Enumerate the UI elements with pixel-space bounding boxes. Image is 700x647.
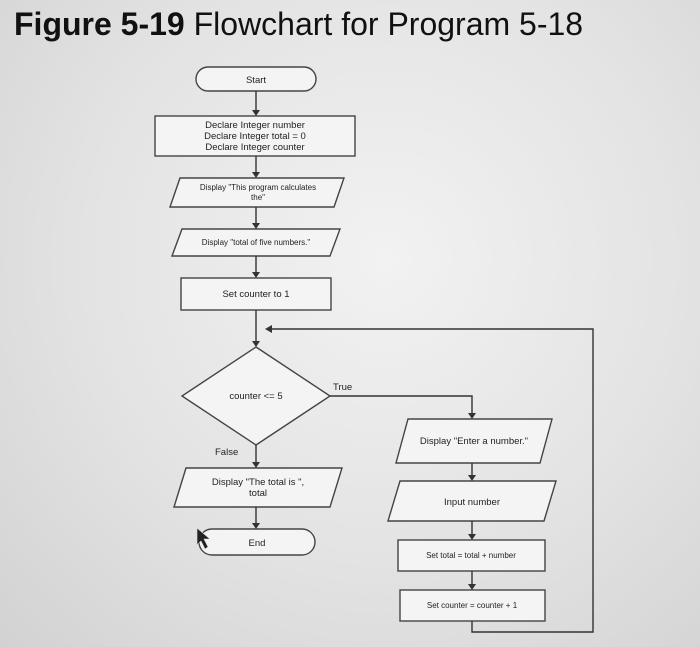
loop-return-connector (471, 621, 565, 633)
declare-process (154, 115, 356, 157)
end-label: End (249, 538, 266, 549)
set-total-label: Set total = total + number (426, 551, 516, 560)
arrow-head (252, 341, 260, 347)
display-result-io (173, 467, 343, 508)
set-counter-label: Set counter to 1 (222, 289, 289, 300)
set-total-process (397, 539, 546, 572)
arrow-head (252, 110, 260, 116)
arrow-head (468, 475, 476, 481)
input-number-label: Input number (444, 497, 500, 508)
figure-label: Figure 5-19 (14, 6, 185, 42)
arrow-head (265, 325, 272, 333)
display-result-line-1: Display "The total is ", (212, 477, 304, 488)
set-counter-inc-label: Set counter = counter + 1 (427, 601, 518, 610)
display-intro-line-2: the" (251, 193, 265, 202)
display-total-prompt-label: Display "total of five numbers." (202, 238, 311, 247)
arrow-head (252, 523, 260, 529)
set-counter-inc-process (399, 589, 546, 622)
display-enter-label: Display "Enter a number." (420, 436, 528, 447)
true-label: True (333, 382, 352, 393)
display-intro-line-1: Display "This program calculates (200, 183, 316, 192)
false-label: False (215, 447, 238, 458)
decision-label: counter <= 5 (229, 391, 282, 402)
arrow-head (468, 534, 476, 540)
mouse-cursor-icon (196, 527, 211, 550)
arrow-head (468, 413, 476, 419)
declare-line-1: Declare Integer number (205, 120, 305, 131)
arrow-head (252, 223, 260, 229)
true-connector (330, 395, 473, 413)
arrow-head (252, 272, 260, 278)
display-intro-io (169, 177, 345, 208)
loop-back-connector (272, 328, 594, 633)
declare-line-2: Declare Integer total = 0 (204, 131, 306, 142)
arrow-head (468, 584, 476, 590)
declare-line-3: Declare Integer counter (205, 142, 304, 153)
arrow-head (252, 462, 260, 468)
display-result-line-2: total (249, 488, 267, 499)
set-counter-process (180, 277, 332, 311)
arrow-head (252, 172, 260, 178)
figure-caption: Flowchart for Program 5-18 (193, 6, 584, 42)
input-number-io (387, 480, 557, 522)
display-enter-io (395, 418, 553, 464)
display-total-prompt-io (170, 228, 342, 257)
start-label: Start (246, 75, 266, 86)
figure-title: Figure 5-19 Flowchart for Program 5-18 (14, 6, 583, 43)
